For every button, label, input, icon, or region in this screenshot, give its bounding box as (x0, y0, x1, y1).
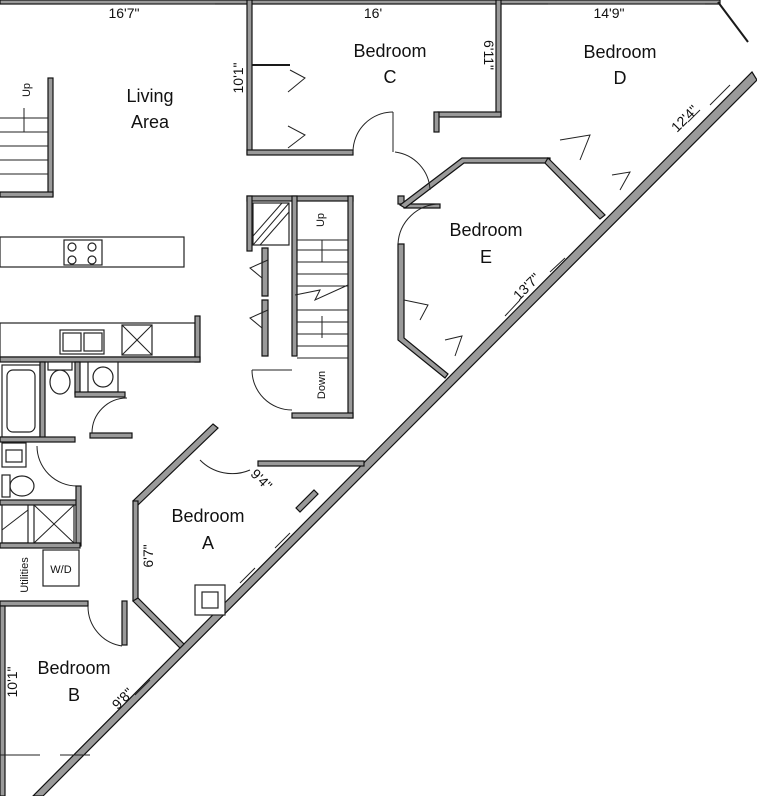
bedroom-e-walls (394, 134, 631, 379)
bedroom-a-walls (132, 423, 365, 649)
central-staircase: Up Down (246, 195, 354, 419)
dim-bedroom-d-width: 14'9" (593, 5, 624, 21)
bedroom-b-label-2: B (68, 685, 80, 705)
bedroom-b-walls (0, 600, 128, 796)
stair-up-label-center: Up (315, 213, 327, 227)
bedroom-a-label-2: A (202, 533, 214, 553)
room-labels: Living Area Bedroom C Bedroom D Bedroom … (37, 41, 656, 705)
dim-living-width: 16'7" (108, 5, 139, 21)
bedroom-e-label-2: E (480, 247, 492, 267)
bedroom-a-label-1: Bedroom (171, 506, 244, 526)
utilities-closet: W/D Utilities (0, 549, 89, 607)
washer-dryer-label: W/D (50, 564, 71, 576)
dim-bedroom-a-diagonal: 9'4" (248, 466, 276, 494)
dim-bedroom-a-left: 6'7" (140, 544, 156, 567)
dim-bedroom-b-diagonal: 9'8" (109, 685, 137, 713)
living-area-label-2: Area (131, 112, 170, 132)
bathrooms (0, 361, 133, 549)
left-stair: Up (0, 77, 54, 198)
bedroom-b-label-1: Bedroom (37, 658, 110, 678)
dim-bedroom-c-left: 10'1" (230, 62, 246, 93)
stair-treads (297, 239, 348, 359)
bedroom-c-label-1: Bedroom (353, 41, 426, 61)
dim-bedroom-c-width: 16' (364, 5, 382, 21)
utilities-label: Utilities (19, 557, 31, 593)
bedroom-c-label-2: C (384, 67, 397, 87)
bedroom-d-label-1: Bedroom (583, 42, 656, 62)
bedroom-d-label-2: D (614, 68, 627, 88)
bedroom-c-walls (246, 0, 502, 156)
bedroom-e-label-1: Bedroom (449, 220, 522, 240)
living-area-label-1: Living (126, 86, 173, 106)
kitchen-counter (0, 236, 201, 363)
dim-bedroom-b-left: 10'1" (4, 666, 20, 697)
stair-up-label-left: Up (21, 83, 33, 97)
top-exterior-wall (0, 0, 721, 5)
stair-down-label: Down (316, 371, 328, 399)
dim-bedroom-c-right: 6'11" (481, 40, 497, 70)
